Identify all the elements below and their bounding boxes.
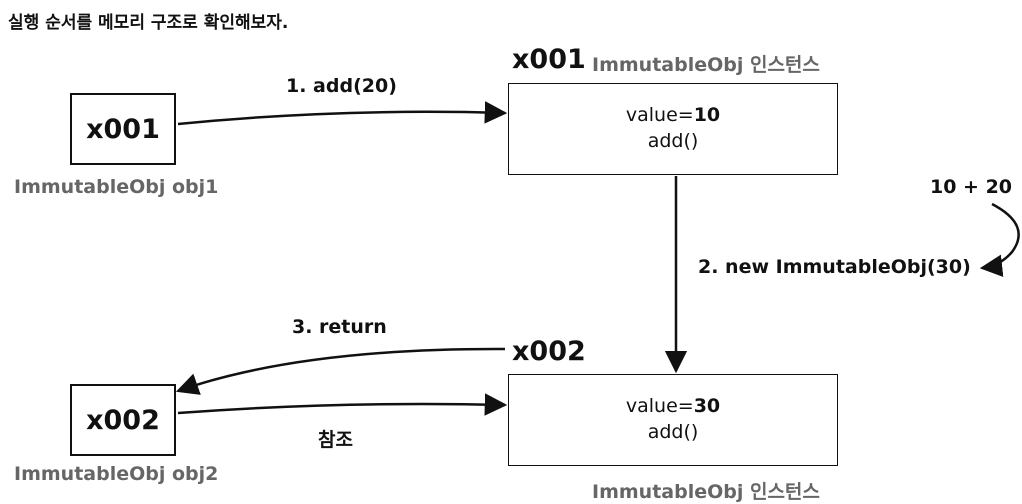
instance2-value-prefix: value= <box>625 395 694 418</box>
instance2-method: add() <box>647 421 699 443</box>
instance1-value-prefix: value= <box>625 104 694 127</box>
instance2-type-label: ImmutableObj 인스턴스 <box>592 481 820 503</box>
step2-label: 2. new ImmutableObj(30) <box>698 256 971 278</box>
add-call-arrow <box>177 101 508 126</box>
step1-label: 1. add(20) <box>286 75 397 97</box>
calc-label: 10 + 20 <box>930 176 1013 198</box>
instance1-value-line: value=10 <box>626 103 720 129</box>
ref2-label: ImmutableObj obj2 <box>14 463 219 485</box>
instance1-method: add() <box>647 130 699 152</box>
return-arrow <box>175 347 506 395</box>
instance1-box: value=10 add() <box>508 83 838 175</box>
instance2-value-line: value=30 <box>626 394 720 420</box>
ref2-box: x002 <box>70 384 176 456</box>
instance2-box: value=30 add() <box>508 374 838 466</box>
instance1-value: 10 <box>693 104 721 127</box>
instance2-address: x002 <box>512 336 586 367</box>
reference-label: 참조 <box>318 429 353 451</box>
page-title: 실행 순서를 메모리 구조로 확인해보자. <box>8 13 289 33</box>
reference-arrow <box>177 393 508 416</box>
calc-curve-arrow <box>979 202 1020 277</box>
instance1-type-label: ImmutableObj 인스턴스 <box>592 54 820 76</box>
instance2-value: 30 <box>693 395 721 418</box>
instance1-address: x001 <box>512 44 586 75</box>
ref1-box: x001 <box>70 93 176 165</box>
step3-label: 3. return <box>292 316 387 338</box>
ref1-label: ImmutableObj obj1 <box>14 176 219 198</box>
